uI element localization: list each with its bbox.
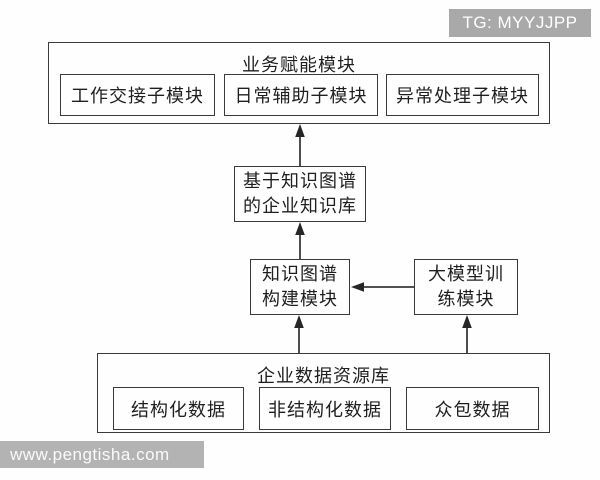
data-repository-title: 企业数据资源库 bbox=[257, 366, 390, 386]
source-crowdsourced-data: 众包数据 bbox=[406, 387, 539, 430]
submodule-work-handover: 工作交接子模块 bbox=[60, 74, 215, 116]
source-unstructured-data: 非结构化数据 bbox=[259, 387, 391, 430]
knowledge-base-line1: 基于知识图谱 bbox=[243, 171, 357, 191]
connector-kb-to-business bbox=[295, 124, 305, 166]
llm-training-line2: 练模块 bbox=[437, 289, 495, 309]
connector-llm-to-kgc bbox=[351, 282, 414, 292]
submodule-daily-assist: 日常辅助子模块 bbox=[224, 74, 378, 116]
watermark: www.pengtisha.com bbox=[0, 441, 204, 468]
connector-repo-to-kgc bbox=[294, 315, 304, 353]
knowledge-base-box: 基于知识图谱 的企业知识库 bbox=[234, 166, 366, 222]
source-label: 结构化数据 bbox=[131, 399, 226, 420]
source-label: 非结构化数据 bbox=[268, 399, 382, 420]
llm-training-box: 大模型训 练模块 bbox=[414, 259, 518, 315]
connector-repo-to-llm bbox=[462, 315, 472, 353]
submodule-label: 工作交接子模块 bbox=[71, 86, 204, 106]
business-module-title: 业务赋能模块 bbox=[242, 55, 356, 75]
submodule-label: 异常处理子模块 bbox=[396, 86, 529, 106]
submodule-exception-handling: 异常处理子模块 bbox=[386, 74, 539, 116]
connector-kgc-to-kb bbox=[295, 222, 305, 259]
kg-construction-line1: 知识图谱 bbox=[262, 264, 338, 284]
knowledge-base-line2: 的企业知识库 bbox=[243, 196, 357, 216]
source-label: 众包数据 bbox=[434, 399, 511, 420]
source-structured-data: 结构化数据 bbox=[113, 387, 244, 430]
submodule-label: 日常辅助子模块 bbox=[234, 86, 368, 106]
kg-construction-box: 知识图谱 构建模块 bbox=[250, 259, 350, 315]
llm-training-line1: 大模型训 bbox=[428, 264, 504, 284]
business-module-box: 业务赋能模块 工作交接子模块 日常辅助子模块 异常处理子模块 bbox=[48, 42, 550, 124]
data-repository-box: 企业数据资源库 结构化数据 非结构化数据 众包数据 bbox=[97, 353, 550, 433]
kg-construction-line2: 构建模块 bbox=[262, 289, 338, 309]
tg-badge: TG: MYYJJPP bbox=[449, 9, 591, 37]
